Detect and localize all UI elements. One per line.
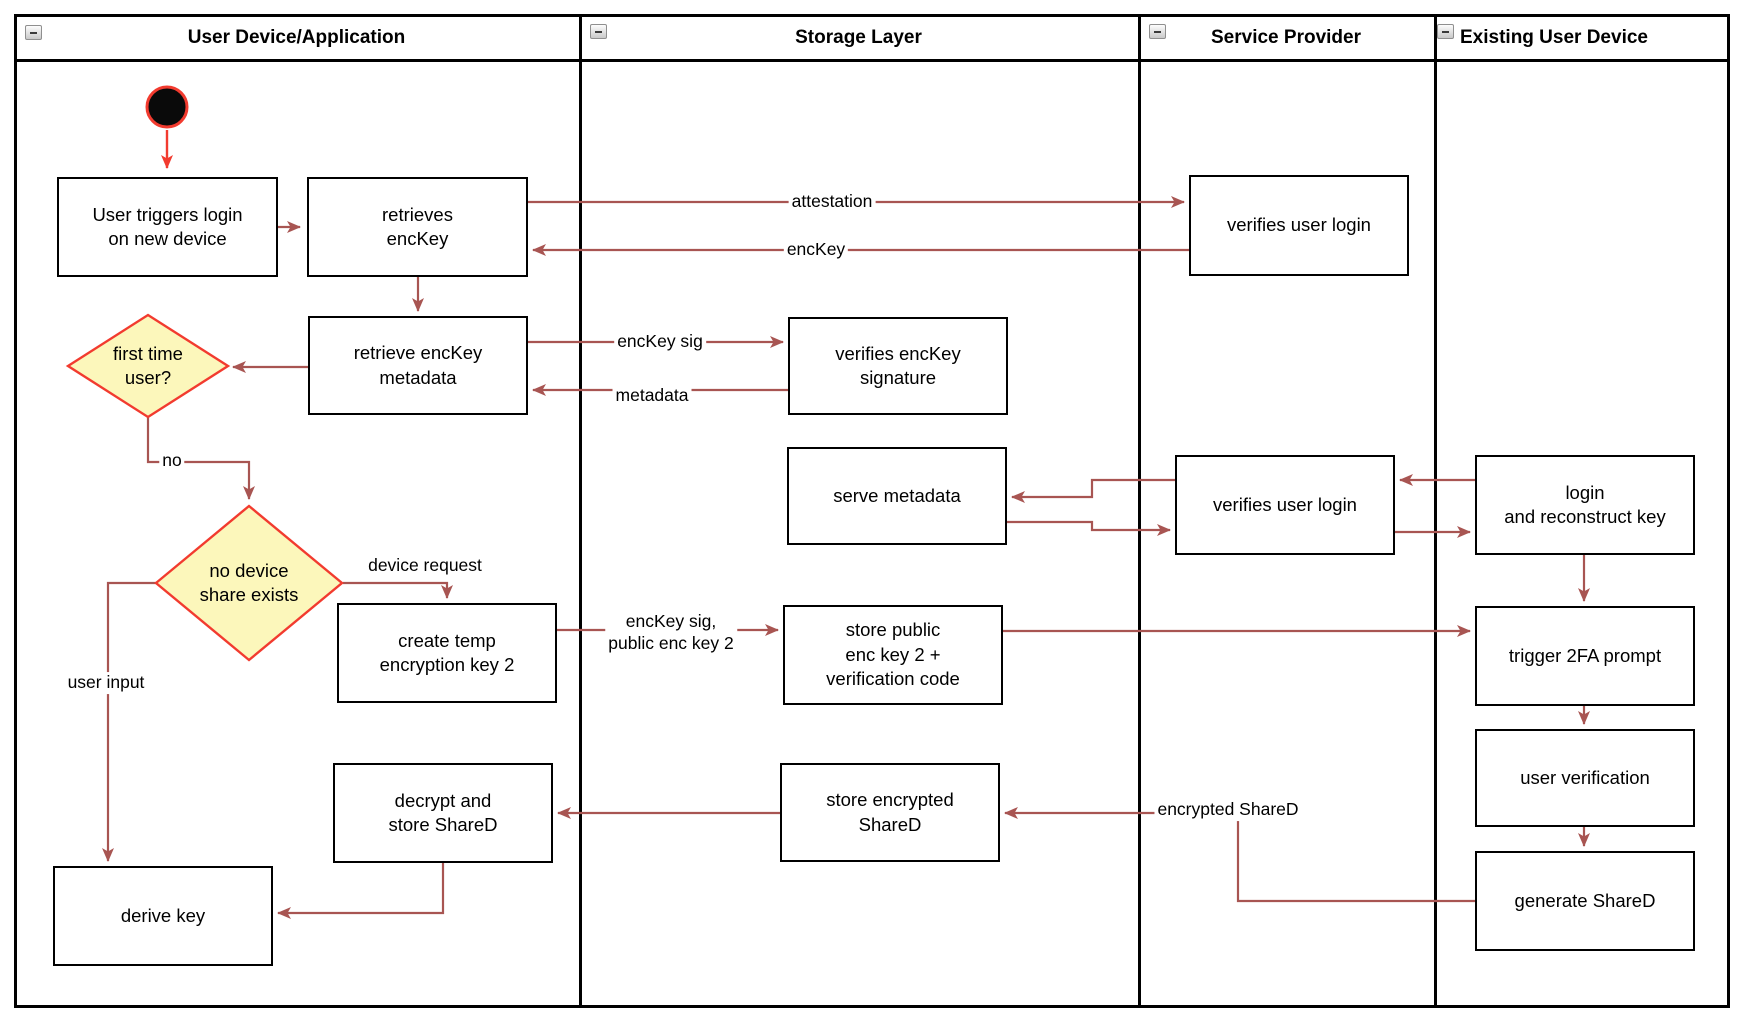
edge-label-metadata: metadata bbox=[612, 385, 692, 407]
lane-header-user-device[interactable]: User Device/Application bbox=[14, 17, 579, 59]
decision-label-first-time: first time user? bbox=[113, 343, 183, 388]
node-serve-metadata[interactable]: serve metadata bbox=[787, 447, 1007, 545]
decision-label-no-share: no device share exists bbox=[199, 560, 299, 605]
initial-state-node[interactable] bbox=[145, 85, 189, 129]
edge-label-no: no bbox=[159, 450, 185, 472]
lane-divider-3 bbox=[1434, 14, 1437, 1008]
edge-label-enckey-sig-public: encKey sig, public enc key 2 bbox=[605, 611, 737, 655]
decision-no-device-share[interactable] bbox=[154, 504, 344, 662]
edge-label-enckey: encKey bbox=[783, 239, 849, 261]
edge-label-attestation: attestation bbox=[788, 191, 876, 213]
node-verifies-enckey-signature[interactable]: verifies encKey signature bbox=[788, 317, 1008, 415]
collapse-minus-icon[interactable] bbox=[1149, 24, 1166, 39]
edge-label-enckey-sig: encKey sig bbox=[614, 331, 706, 353]
node-store-public-key[interactable]: store public enc key 2 + verification co… bbox=[783, 605, 1003, 705]
lane-title: User Device/Application bbox=[187, 27, 406, 48]
edge-verify2-to-serve bbox=[1011, 478, 1175, 503]
edge-encrypted-shared bbox=[1004, 807, 1475, 903]
lane-divider-1 bbox=[579, 14, 582, 1008]
node-trigger-2fa-prompt[interactable]: trigger 2FA prompt bbox=[1475, 606, 1695, 706]
node-derive-key[interactable]: derive key bbox=[53, 866, 273, 966]
pool-frame bbox=[14, 14, 1730, 1008]
decision-first-time-user[interactable] bbox=[65, 313, 231, 419]
node-retrieves-enckey[interactable]: retrieves encKey bbox=[307, 177, 528, 277]
edge-user-input bbox=[102, 581, 157, 862]
collapse-minus-icon[interactable] bbox=[590, 24, 607, 39]
node-verifies-user-login-1[interactable]: verifies user login bbox=[1189, 175, 1409, 276]
node-user-triggers-login[interactable]: User triggers login on new device bbox=[57, 177, 278, 277]
node-login-reconstruct-key[interactable]: login and reconstruct key bbox=[1475, 455, 1695, 555]
edge-label-device-request: device request bbox=[365, 555, 485, 577]
edge-no-branch bbox=[146, 417, 255, 500]
node-create-temp-key[interactable]: create temp encryption key 2 bbox=[337, 603, 557, 703]
lane-title: Existing User Device bbox=[1460, 27, 1648, 48]
lane-header-existing-device[interactable]: Existing User Device bbox=[1434, 17, 1730, 59]
lane-header-service-provider[interactable]: Service Provider bbox=[1138, 17, 1434, 59]
lane-title: Storage Layer bbox=[795, 27, 922, 48]
node-user-verification[interactable]: user verification bbox=[1475, 729, 1695, 827]
lane-header-storage-layer[interactable]: Storage Layer bbox=[579, 17, 1138, 59]
node-store-encrypted-shared[interactable]: store encrypted ShareD bbox=[780, 763, 1000, 862]
node-generate-shared[interactable]: generate ShareD bbox=[1475, 851, 1695, 951]
lane-divider-2 bbox=[1138, 14, 1141, 1008]
edge-device-request bbox=[343, 581, 453, 599]
edge-label-encrypted-shared: encrypted ShareD bbox=[1154, 799, 1302, 821]
lane-title: Service Provider bbox=[1211, 27, 1361, 48]
node-retrieve-enckey-metadata[interactable]: retrieve encKey metadata bbox=[308, 316, 528, 415]
header-divider bbox=[14, 59, 1730, 62]
collapse-minus-icon[interactable] bbox=[1437, 24, 1454, 39]
edge-decrypt-to-derive bbox=[277, 863, 445, 919]
node-decrypt-store-shared[interactable]: decrypt and store ShareD bbox=[333, 763, 553, 863]
collapse-minus-icon[interactable] bbox=[25, 25, 42, 40]
edge-serve-to-verify2 bbox=[1007, 520, 1171, 536]
edge-label-user-input: user input bbox=[64, 672, 148, 694]
node-verifies-user-login-2[interactable]: verifies user login bbox=[1175, 455, 1395, 555]
